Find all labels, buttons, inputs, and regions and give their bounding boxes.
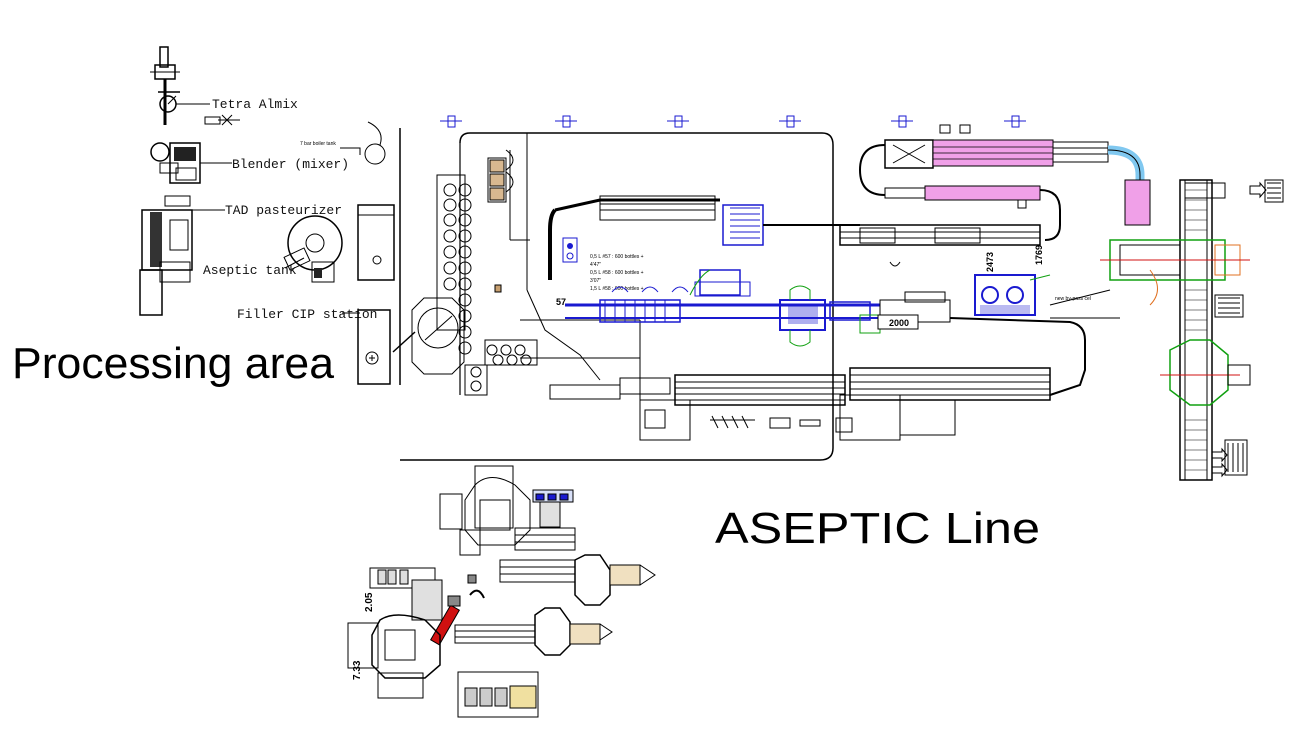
aseptic-line-title: ASEPTIC Line — [715, 504, 1040, 553]
lower-conveyor — [549, 317, 1086, 441]
svg-text:0,5 L #57 : 600 bottles +: 0,5 L #57 : 600 bottles + — [590, 254, 644, 260]
blender-symbol — [150, 142, 232, 184]
aseptic-tank-symbol — [283, 215, 343, 283]
dim-205: 2.05 — [364, 592, 375, 612]
column-markers — [440, 115, 1026, 128]
svg-text:4'47": 4'47" — [590, 262, 601, 268]
blender-label: Blender (mixer) — [232, 157, 349, 172]
upper-right-loop — [839, 124, 1151, 246]
pipe-and-tanks: 7 bar boiler tank — [300, 121, 416, 385]
hall-outline — [400, 132, 834, 461]
filler-line: 57 — [556, 269, 881, 347]
tetra-almix-label: Tetra Almix — [212, 97, 298, 112]
aseptic-tank-label: Aseptic tank — [203, 263, 297, 278]
dim-2473: 2473 — [985, 252, 995, 272]
right-vertical-line — [1100, 179, 1284, 481]
tetra-almix-symbol — [150, 46, 240, 126]
tad-pasteurizer-symbol — [139, 195, 225, 316]
filler-cip-symbol — [357, 309, 391, 385]
svg-text:3'07": 3'07" — [590, 278, 601, 284]
stacked-boxes — [487, 149, 514, 293]
svg-text:7 bar boiler tank: 7 bar boiler tank — [300, 141, 336, 147]
svg-text:1,5 L #58 : 600 bottles +: 1,5 L #58 : 600 bottles + — [590, 286, 644, 292]
aseptic-line-drawing: 2.05 7.33 — [347, 465, 656, 718]
svg-text:0,5 L #58 : 600 bottles +: 0,5 L #58 : 600 bottles + — [590, 270, 644, 276]
dim-733: 7.33 — [352, 660, 363, 680]
bottle-notes: 0,5 L #57 : 600 bottles + 4'47" 0,5 L #5… — [590, 254, 644, 292]
dim-2000: 2000 — [889, 318, 909, 328]
tad-pasteurizer-label: TAD pasteurizer — [225, 203, 342, 218]
dim-1769: 1769 — [1034, 245, 1044, 265]
upper-conveyor — [548, 195, 860, 280]
mid-section: 2000 2473 1769 new by-pass cel — [877, 245, 1120, 330]
dim-57: 57 — [556, 297, 566, 307]
processing-area-title: Processing area — [12, 339, 335, 388]
tank-column — [411, 174, 538, 396]
filler-cip-label: Filler CIP station — [237, 307, 377, 322]
